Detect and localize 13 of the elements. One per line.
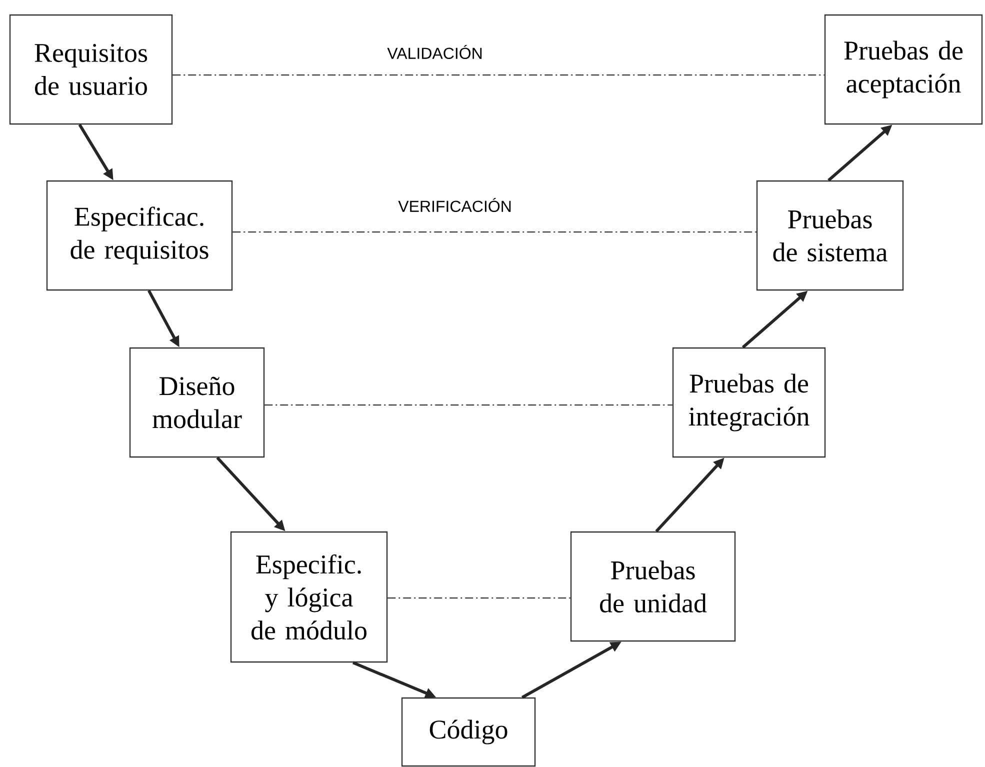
- edge-label: VALIDACIÓN: [386, 44, 484, 60]
- process-box: Pruebas de aceptación: [824, 14, 983, 125]
- process-box: Diseño modular: [129, 347, 265, 458]
- process-box: Pruebas de unidad: [570, 531, 736, 642]
- process-box: Requisitos de usuario: [9, 14, 173, 125]
- process-box: Código: [401, 697, 536, 767]
- process-box: Especificac. de requisitos: [46, 180, 233, 291]
- process-box: Pruebas de sistema: [756, 180, 904, 291]
- process-box: Especific. y lógica de módulo: [230, 531, 388, 663]
- connector-line: [264, 404, 673, 406]
- edge-label: VERIFICACIÓN: [397, 196, 513, 213]
- connector-line: [172, 74, 825, 76]
- process-box: Pruebas de integración: [672, 347, 826, 458]
